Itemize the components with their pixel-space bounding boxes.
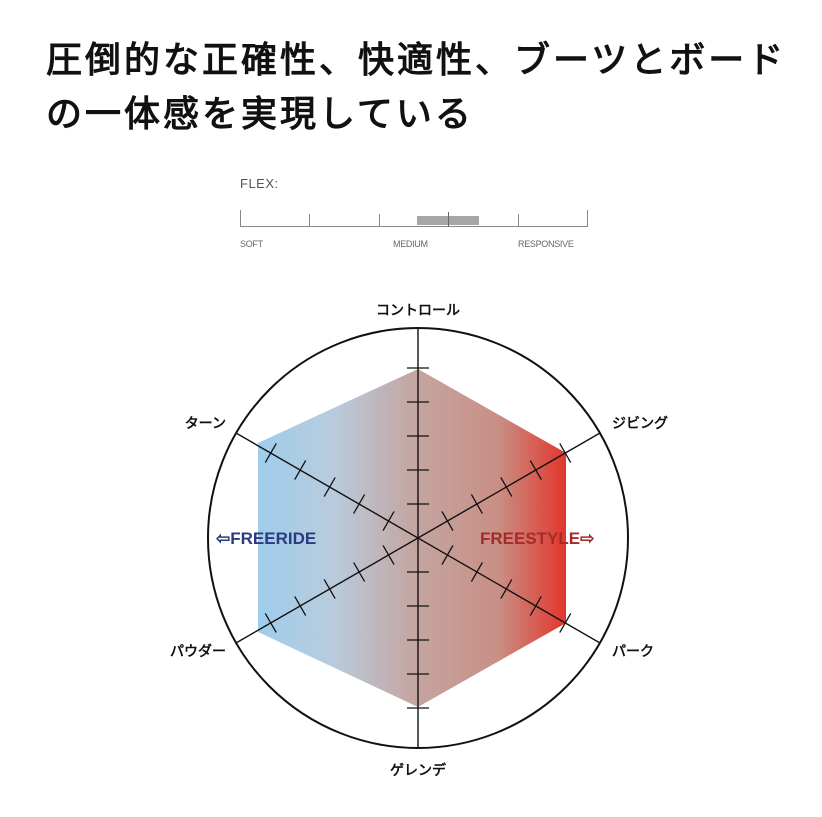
radar-hexagon-fill (258, 369, 566, 707)
radar-tick (294, 460, 307, 480)
flex-responsive-label: RESPONSIVE (518, 239, 574, 249)
headline-line-1: 圧倒的な正確性、快適性、ブーツとボード (46, 40, 787, 81)
radar-tick (382, 511, 395, 531)
radar-tick (294, 596, 307, 616)
axis-label-powder: パウダー (170, 643, 226, 660)
radar-tick (500, 477, 513, 497)
headline: 圧倒的な正確性、快適性、ブーツとボード の一体感を実現している (46, 34, 806, 142)
radar-tick (441, 545, 454, 565)
flex-tick (518, 214, 519, 227)
radar-tick (264, 443, 277, 463)
flex-tick (309, 214, 310, 227)
freestyle-label: FREESTYLE⇨ (480, 529, 594, 548)
radar-tick (441, 511, 454, 531)
radar-tick (353, 494, 366, 514)
flex-scale-baseline (240, 226, 588, 227)
flex-tick (379, 214, 380, 227)
flex-label: FLEX: (240, 176, 279, 191)
flex-soft-label: SOFT (240, 239, 263, 249)
radar-tick (323, 579, 336, 599)
radar-tick (353, 562, 366, 582)
axis-label-turn: ターン (185, 416, 226, 432)
flex-tick (587, 210, 588, 227)
radar-tick (559, 613, 572, 633)
freeride-label: ⇦FREERIDE (215, 529, 316, 548)
axis-label-groomed: ゲレンデ (390, 762, 447, 779)
axis-label-control: コントロール (376, 303, 460, 319)
flex-tick (240, 210, 241, 227)
radar-tick (470, 562, 483, 582)
axis-label-jibbing: ジビング (612, 415, 668, 432)
radar-axis-diagonal-up (235, 432, 601, 644)
radar-tick (529, 596, 542, 616)
radar-tick (559, 443, 572, 463)
radar-tick (264, 613, 277, 633)
radar-tick (470, 494, 483, 514)
flex-scale: FLEX: SOFT MEDIUM RESPONSIVE (236, 172, 596, 262)
headline-line-2: の一体感を実現している (46, 94, 474, 135)
radar-tick (323, 477, 336, 497)
radar-tick (382, 545, 395, 565)
radar-tick (529, 460, 542, 480)
radar-tick (500, 579, 513, 599)
flex-range-marker (448, 212, 450, 227)
axis-label-park: パーク (612, 644, 654, 660)
flex-medium-label: MEDIUM (393, 239, 428, 249)
radar-ticks (264, 367, 572, 709)
